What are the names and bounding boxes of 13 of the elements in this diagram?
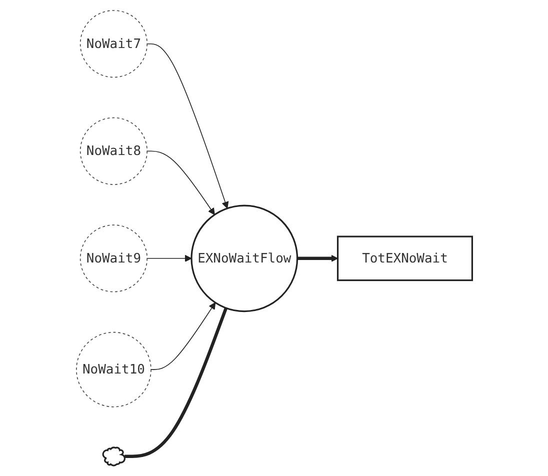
node-circle: NoWait7 bbox=[80, 10, 148, 78]
arrow bbox=[150, 302, 216, 370]
node-circle: NoWait8 bbox=[80, 117, 148, 185]
arrow bbox=[146, 150, 215, 216]
node-circle: NoWait9 bbox=[80, 224, 148, 292]
connector bbox=[124, 307, 228, 458]
node-cloud bbox=[102, 446, 126, 466]
node-box: TotEXNoWait bbox=[336, 236, 473, 282]
arrow bbox=[146, 43, 228, 209]
node-circle: EXNoWaitFlow bbox=[190, 204, 298, 312]
arrow bbox=[146, 254, 192, 262]
arrow bbox=[296, 254, 338, 262]
node-circle: NoWait10 bbox=[76, 332, 152, 408]
